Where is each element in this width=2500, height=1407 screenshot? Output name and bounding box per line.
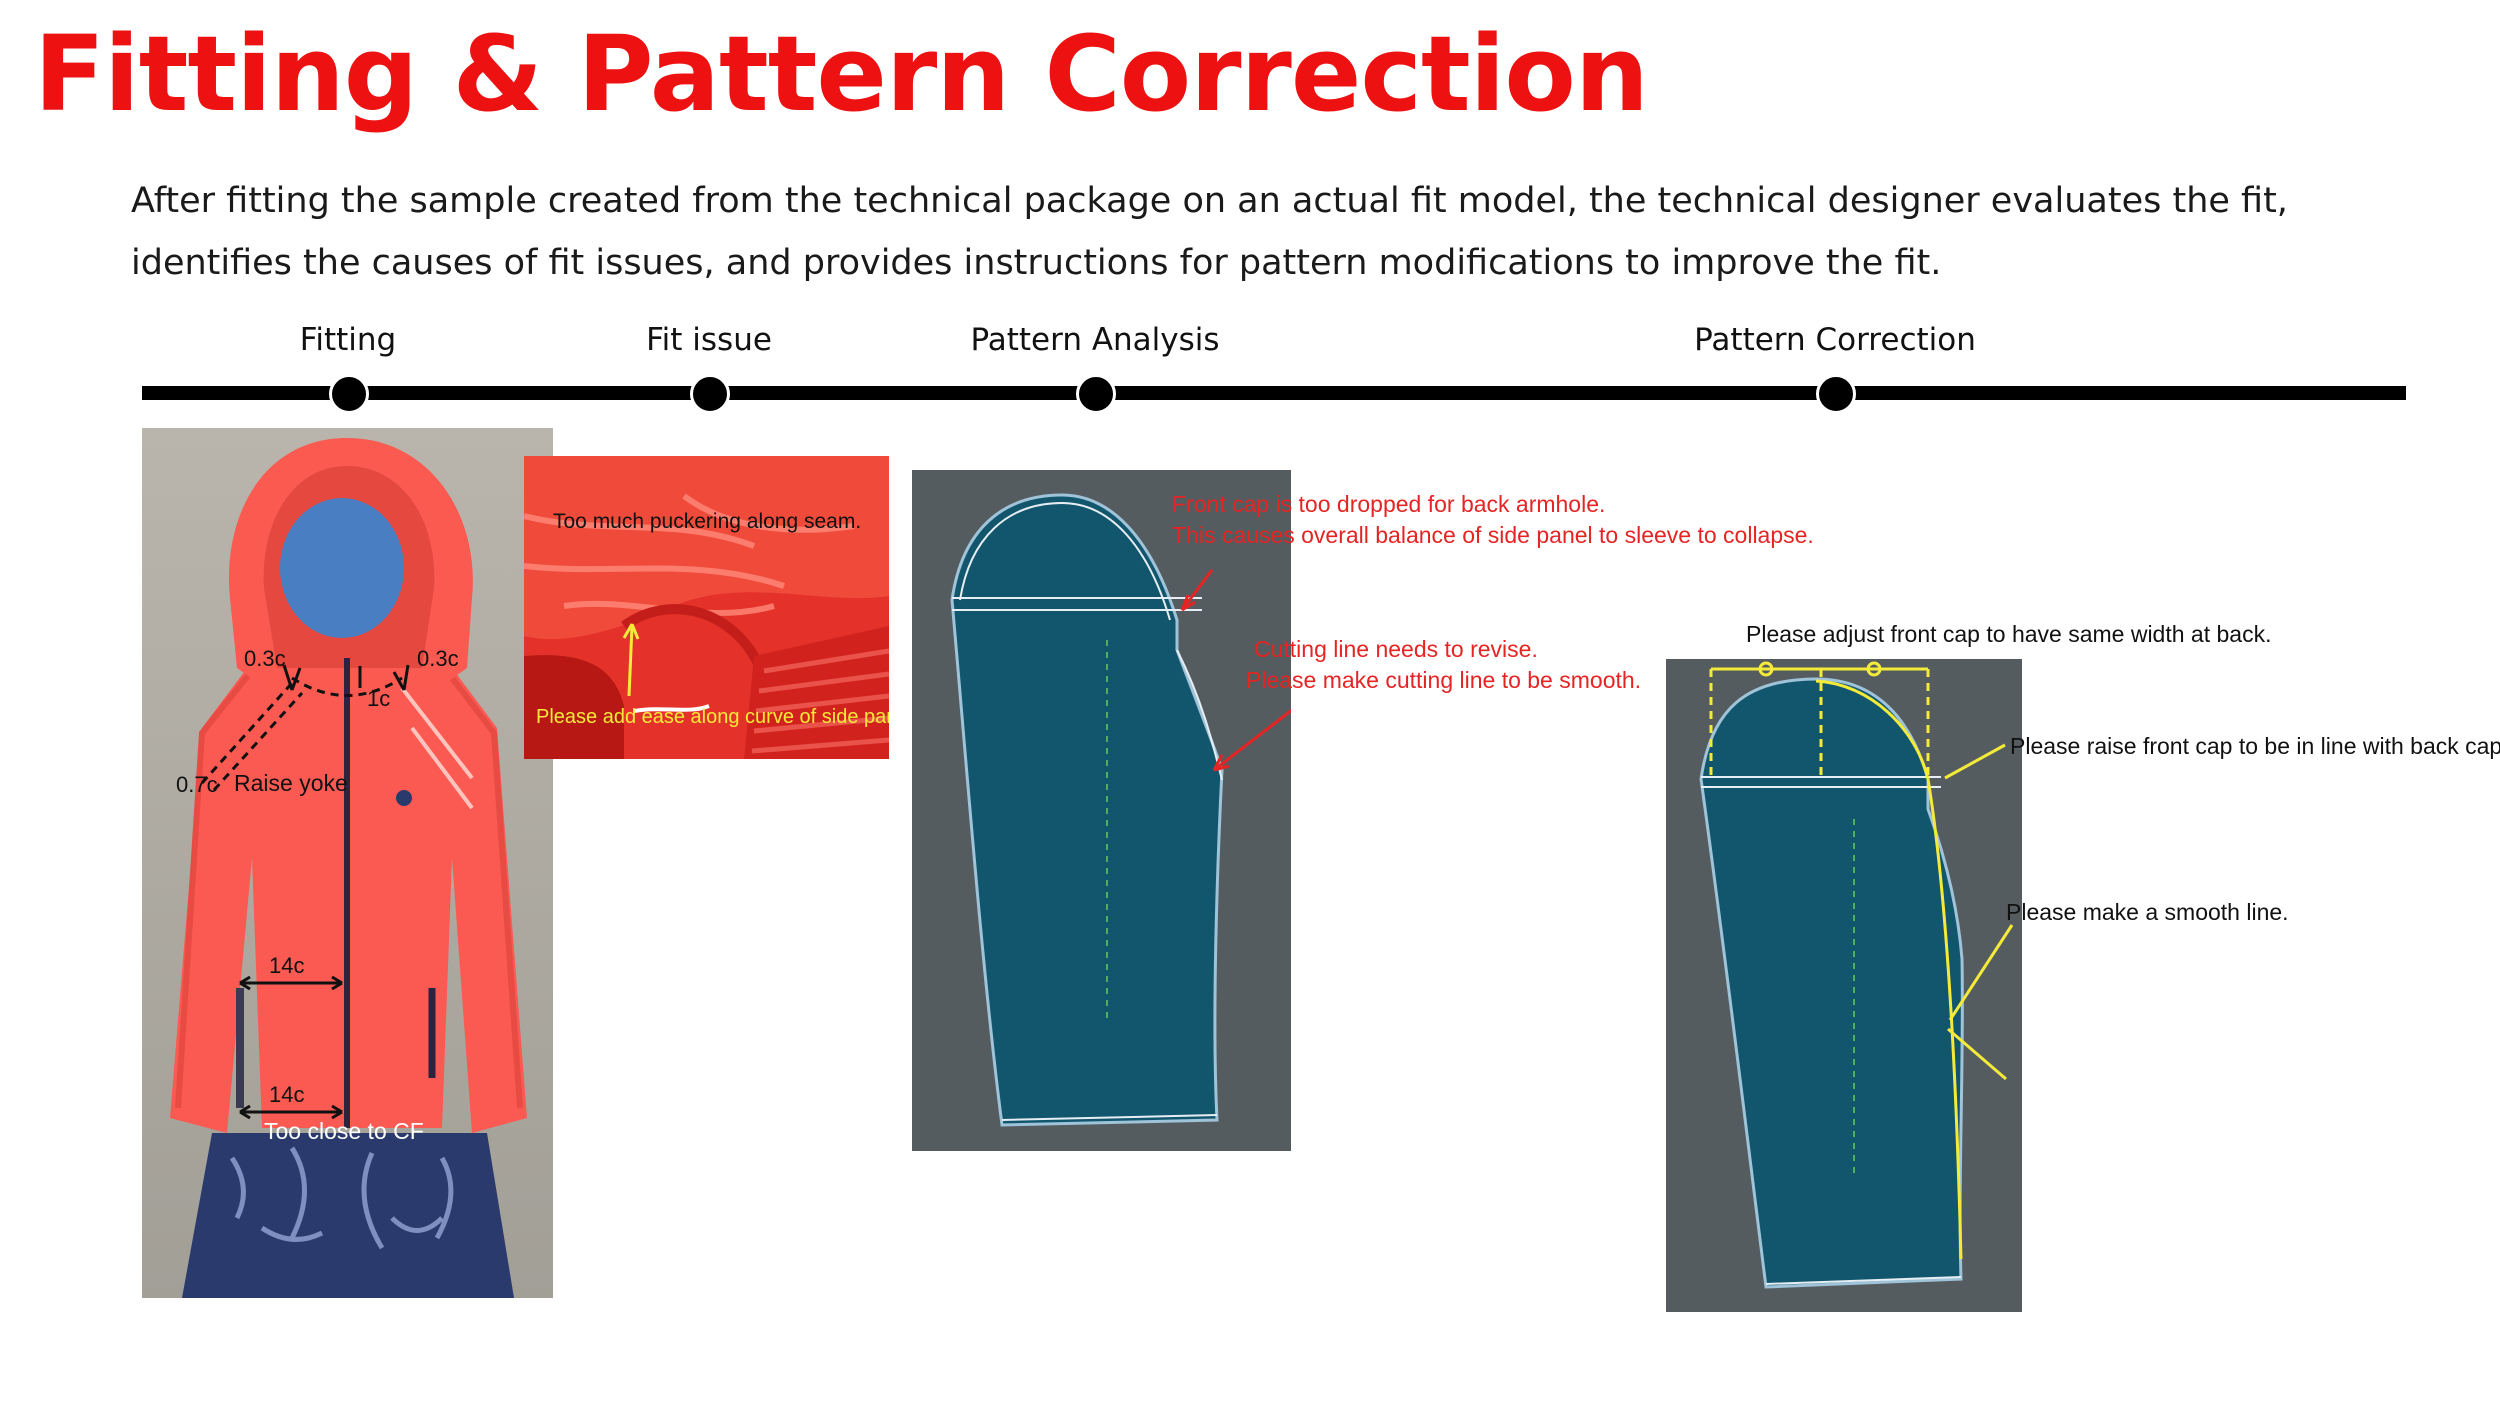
timeline-step-fit-issue: Fit issue [646,322,772,358]
correction-guides [1709,661,2007,1260]
fitting-photo: 0.3c 0.3c 1c 0.7c Raise yoke 14c 14c Too… [142,428,553,1298]
fit-issue-photo: Too much puckering along seam. Please ad… [524,456,889,759]
label-raise-yoke: Raise yoke [234,770,348,796]
analysis-note-cap-1: Front cap is too dropped for back armhol… [1172,491,1606,517]
timeline-dot-pattern-analysis [1076,374,1116,414]
fit-model-illustration [142,428,553,1298]
page-title: Fitting & Pattern Correction [34,13,1649,135]
timeline-dot-fit-issue [690,374,730,414]
label-shoulder-left: 0.3c [244,646,286,671]
analysis-note-cut-2: Please make cutting line to be smooth. [1246,667,1642,693]
correction-note-width: Please adjust front cap to have same wid… [1746,621,2272,647]
correction-note-smooth: Please make a smooth line. [2006,899,2289,925]
sleeve-pattern-analysis [950,493,1224,1127]
timeline-line [142,386,2406,400]
analysis-note-cap-2: This causes overall balance of side pane… [1172,522,1814,548]
pattern-analysis-image [912,470,1291,1151]
fabric-closeup-illustration [524,456,889,759]
timeline-step-fitting: Fitting [299,322,397,358]
label-yoke-offset: 0.7c [176,772,218,797]
label-neck: 1c [367,686,391,711]
timeline-dot-pattern-correction [1816,374,1856,414]
fit-issue-note-bottom: Please add ease along curve of side pane… [536,706,889,728]
correction-note-raise: Please raise front cap to be in line wit… [2010,733,2500,759]
pattern-correction-image [1666,659,2022,1312]
label-shoulder-right: 0.3c [417,646,459,671]
fit-issue-note-top: Too much puckering along seam. [553,510,862,533]
analysis-note-cut-1: Cutting line needs to revise. [1254,636,1538,662]
timeline-dot-fitting [329,374,369,414]
intro-paragraph: After fitting the sample created from th… [131,181,2288,283]
analysis-arrows [1180,569,1291,772]
label-pocket-bottom: 14c [269,1082,305,1107]
timeline-step-pattern-analysis: Pattern Analysis [970,322,1220,358]
timeline-step-pattern-correction: Pattern Correction [1694,322,1976,358]
label-pocket-top: 14c [269,953,305,978]
label-cf-note: Too close to CF [264,1118,424,1144]
